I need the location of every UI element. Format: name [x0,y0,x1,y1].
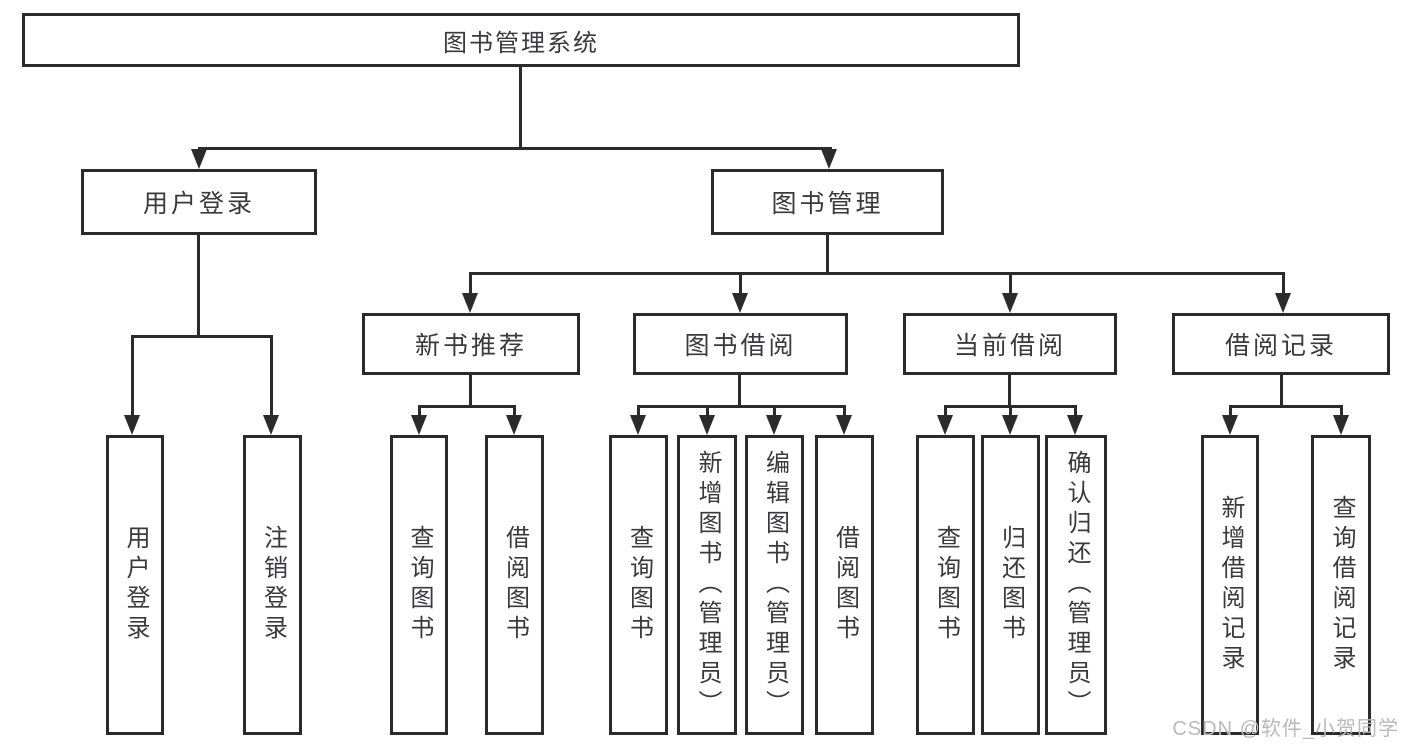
connector-line [198,147,832,150]
node-user-login: 用户登录 [81,169,317,235]
connector-line [637,405,640,417]
node-root-label: 图书管理系统 [443,29,599,57]
connector-arrowhead [411,415,427,435]
connector-line [944,405,947,417]
connector-arrowhead [191,149,207,169]
node-leaf-query-books-borrow: 查询图书 [609,435,668,735]
connector-line [519,67,522,150]
node-leaf-return-book: 归还图书 [981,435,1040,735]
connector-line [1074,405,1077,417]
leaf-label: 查询图书 [406,525,433,645]
connector-line [843,405,846,417]
leaf-label: 新增图书（管理员） [694,450,721,720]
connector-line [637,405,845,408]
leaf-label: 注销登录 [259,525,287,645]
node-new-book-recommend-label: 新书推荐 [414,332,527,360]
node-leaf-add-borrow-record: 新增借阅记录 [1201,435,1259,735]
leaf-label: 借阅图书 [501,525,529,645]
node-book-management-label: 图书管理 [771,190,884,218]
connector-arrowhead [506,415,522,435]
connector-arrowhead [630,415,646,435]
leaf-label: 编辑图书（管理员） [761,450,789,720]
connector-arrowhead [462,293,478,313]
node-leaf-borrow-books: 借阅图书 [815,435,874,735]
connector-line [197,235,200,338]
connector-arrowhead [1002,293,1018,313]
connector-line [706,405,709,417]
node-leaf-query-books-current: 查询图书 [916,435,975,735]
connector-arrowhead [836,415,852,435]
connector-line [1008,375,1011,408]
leaf-label: 归还图书 [997,525,1025,645]
node-new-book-recommend: 新书推荐 [362,313,580,375]
connector-line [131,335,134,417]
connector-arrowhead [1222,415,1238,435]
connector-line [469,375,472,408]
leaf-label: 确认归还（管理员） [1063,450,1090,720]
connector-arrowhead [699,415,715,435]
connector-arrowhead [124,415,140,435]
connector-line [739,272,742,296]
connector-arrowhead [263,415,279,435]
connector-line [1009,272,1012,296]
node-leaf-edit-book-admin: 编辑图书（管理员） [745,435,804,735]
connector-arrowhead [1333,415,1349,435]
node-leaf-query-books-recommend: 查询图书 [390,435,448,735]
connector-line [131,335,273,338]
connector-arrowhead [937,415,953,435]
node-user-login-label: 用户登录 [142,190,255,218]
node-borrow-records-label: 借阅记录 [1224,332,1337,360]
node-book-management: 图书管理 [711,169,944,235]
node-leaf-add-book-admin: 新增图书（管理员） [677,435,737,735]
connector-line [1009,405,1012,417]
connector-line [513,405,516,417]
node-current-borrow-label: 当前借阅 [953,332,1066,360]
connector-arrowhead [1002,415,1018,435]
leaf-label: 借阅图书 [831,525,859,645]
node-root: 图书管理系统 [22,13,1020,67]
connector-line [418,405,516,408]
node-leaf-query-borrow-record: 查询借阅记录 [1311,435,1371,735]
connector-line [773,405,776,417]
connector-arrowhead [732,293,748,313]
leaf-label: 查询图书 [932,525,960,645]
connector-arrowhead [766,415,782,435]
connector-line [826,235,829,275]
connector-line [469,272,1284,275]
leaf-label: 用户登录 [122,525,149,645]
node-borrow-records: 借阅记录 [1172,313,1390,375]
connector-line [418,405,421,417]
connector-line [469,272,472,296]
connector-line [270,335,273,417]
connector-line [1282,272,1285,296]
node-leaf-confirm-return-admin: 确认归还（管理员） [1045,435,1107,735]
connector-arrowhead [1275,293,1291,313]
connector-line [738,375,741,408]
node-leaf-user-login: 用户登录 [106,435,164,735]
node-leaf-borrow-books-recommend: 借阅图书 [485,435,544,735]
node-leaf-logout: 注销登录 [243,435,302,735]
leaf-label: 查询图书 [625,525,653,645]
connector-line [1340,405,1343,417]
node-book-borrow-label: 图书借阅 [684,332,797,360]
connector-line [1229,405,1232,417]
leaf-label: 新增借阅记录 [1217,495,1244,675]
connector-arrowhead [821,149,837,169]
connector-line [1229,405,1343,408]
connector-line [1280,375,1283,408]
node-book-borrow: 图书借阅 [633,313,848,375]
node-current-borrow: 当前借阅 [903,313,1117,375]
leaf-label: 查询借阅记录 [1328,495,1355,675]
connector-arrowhead [1067,415,1083,435]
watermark: CSDN @软件_小贺同学 [1172,718,1399,740]
